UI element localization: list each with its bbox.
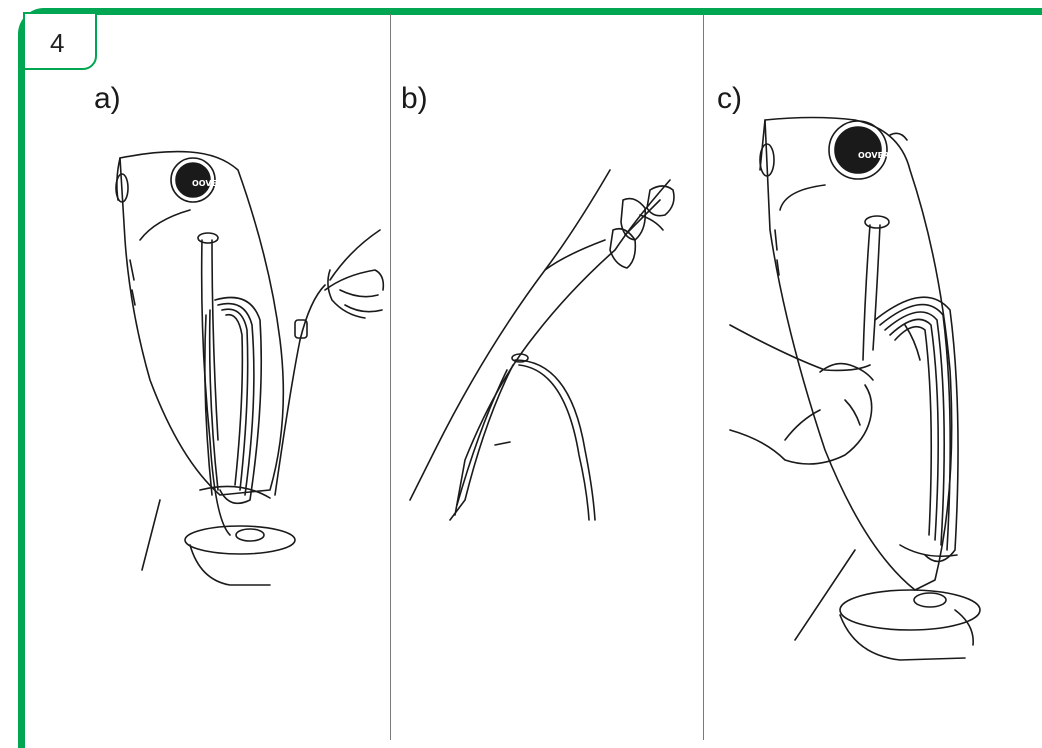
panel-divider bbox=[703, 14, 704, 740]
panel-a-illustration: OOVER bbox=[100, 140, 390, 600]
svg-text:OOVER: OOVER bbox=[858, 151, 889, 160]
svg-text:OOVER: OOVER bbox=[192, 179, 223, 188]
step-number: 4 bbox=[50, 28, 64, 59]
panel-b-illustration bbox=[395, 160, 695, 530]
panel-divider bbox=[390, 14, 391, 740]
panel-b-label: b) bbox=[401, 82, 428, 116]
panel-c-illustration: OOVER bbox=[725, 110, 1030, 670]
panel-a-label: a) bbox=[94, 82, 121, 116]
